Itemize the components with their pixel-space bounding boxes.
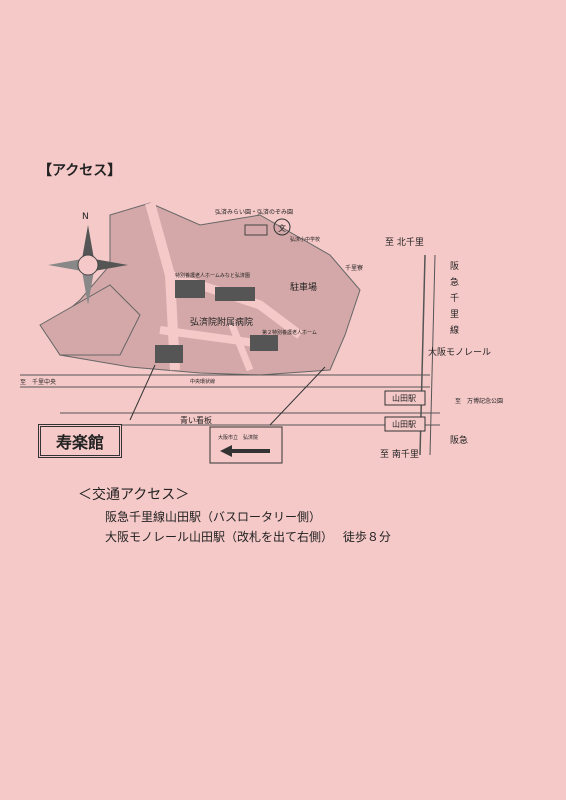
access-line-1: 阪急千里線山田駅（バスロータリー側） <box>105 510 322 524</box>
map-building-2 <box>215 287 255 301</box>
svg-text:弘済小中学校: 弘済小中学校 <box>290 236 320 243</box>
svg-text:大阪市立 弘済院: 大阪市立 弘済院 <box>218 434 258 441</box>
svg-text:急: 急 <box>450 276 459 288</box>
svg-text:線: 線 <box>450 324 459 336</box>
svg-text:弘済院附属病院: 弘済院附属病院 <box>190 316 253 328</box>
section-heading: 【アクセス】 <box>38 163 122 179</box>
map-building-4 <box>250 335 278 351</box>
svg-text:至 北千里: 至 北千里 <box>385 237 424 248</box>
map-school-building <box>244 224 268 236</box>
svg-text:千里寮: 千里寮 <box>345 264 363 272</box>
svg-text:特別養護老人ホームみなと弘済園: 特別養護老人ホームみなと弘済園 <box>175 272 250 279</box>
access-line-2: 大阪モノレール山田駅（改札を出て右側） 徒歩８分 <box>105 530 391 544</box>
svg-text:至 千里中央: 至 千里中央 <box>20 378 56 386</box>
svg-text:千: 千 <box>450 293 459 304</box>
svg-text:駐車場: 駐車場 <box>290 281 317 293</box>
yamada-station-box <box>384 390 426 406</box>
svg-text:至 万博記念公園: 至 万博記念公園 <box>455 397 503 405</box>
sign-arrow-icon <box>220 445 270 457</box>
svg-text:文: 文 <box>278 223 286 233</box>
access-map: 文 N 弘済みらい園・弘済のぞみ園 弘済小中学校 至 北千里 千里寮 特別養護老… <box>20 201 503 464</box>
svg-text:至 南千里: 至 南千里 <box>380 448 419 460</box>
svg-text:中央環状線: 中央環状線 <box>190 378 215 385</box>
map-building-3 <box>155 345 183 363</box>
yamada-station-box-2 <box>384 416 426 432</box>
map-building-1 <box>175 280 205 298</box>
svg-text:大阪モノレール: 大阪モノレール <box>428 346 491 358</box>
access-title: ＜交通アクセス＞ <box>78 487 190 503</box>
svg-text:第２特別養護老人ホーム: 第２特別養護老人ホーム <box>262 329 317 336</box>
svg-text:山田駅: 山田駅 <box>392 393 416 403</box>
compass-icon <box>48 225 128 305</box>
svg-text:青い看板: 青い看板 <box>180 415 212 425</box>
svg-text:阪急: 阪急 <box>450 434 468 446</box>
svg-text:阪: 阪 <box>450 261 459 272</box>
svg-text:里: 里 <box>450 309 459 320</box>
svg-text:山田駅: 山田駅 <box>392 419 416 429</box>
svg-text:弘済みらい園・弘済のぞみ園: 弘済みらい園・弘済のぞみ園 <box>215 208 293 216</box>
school-icon <box>273 218 291 236</box>
kotobuki-label-box: 寿楽館 <box>38 424 122 458</box>
blue-sign-box <box>209 426 283 464</box>
faded-background-text <box>120 70 300 105</box>
compass-north-label: N <box>82 212 89 222</box>
map-left-area <box>39 284 141 356</box>
